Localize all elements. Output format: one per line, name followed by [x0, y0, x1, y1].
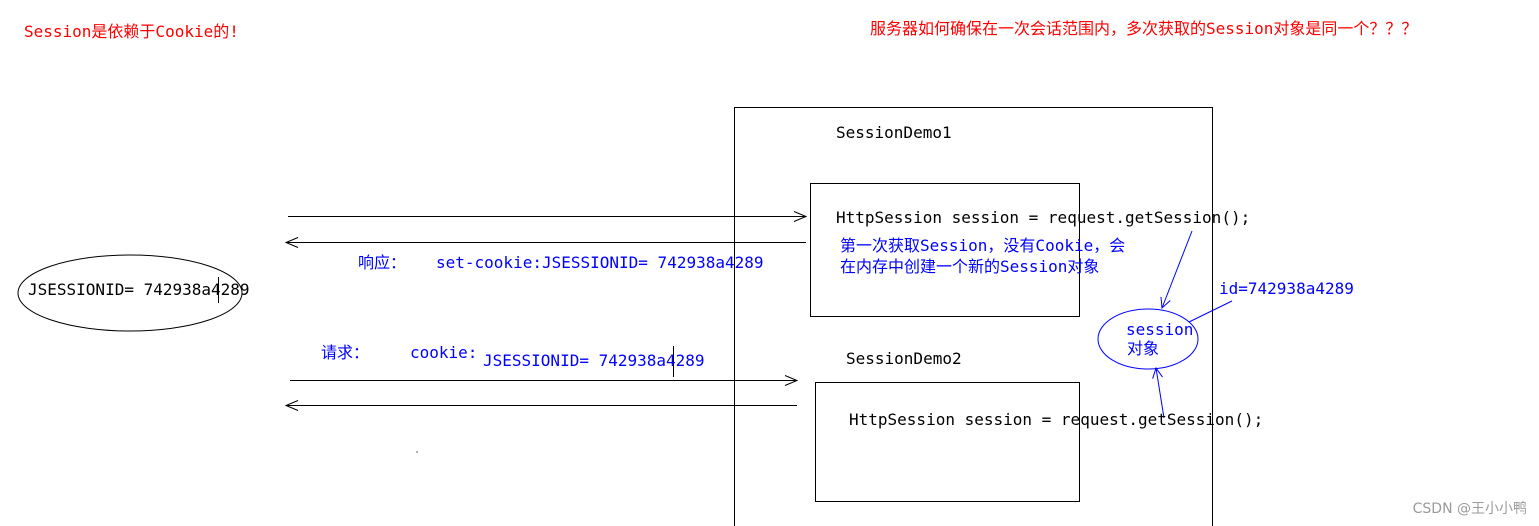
demo2-title: SessionDemo2 — [846, 349, 962, 368]
demo1-to-session-arrow — [1162, 230, 1193, 308]
client-cookie-ellipse — [17, 254, 243, 332]
server-box — [734, 107, 1213, 526]
demo2-to-session-arrow — [1156, 368, 1165, 419]
demo2-box — [815, 382, 1080, 502]
demo1-note-line2: 在内存中创建一个新的Session对象 — [840, 257, 1100, 276]
client-cookie-text: JSESSIONID= 742938a4289 — [28, 280, 250, 299]
request-cookie-value: JSESSIONID= 742938a4289 — [483, 351, 705, 370]
note-same-session-question: 服务器如何确保在一次会话范围内，多次获取的Session对象是同一个？？？ — [870, 19, 1418, 38]
response-set-cookie: set-cookie:JSESSIONID= 742938a4289 — [436, 253, 764, 272]
demo1-title: SessionDemo1 — [836, 123, 952, 142]
note-session-depends-on-cookie: Session是依赖于Cookie的! — [24, 22, 239, 41]
request-label: 请求： — [321, 343, 370, 362]
session-object-ellipse — [1097, 308, 1199, 370]
demo2-code: HttpSession session = request.getSession… — [849, 410, 1264, 429]
demo1-note-line1: 第一次获取Session，没有Cookie，会 — [840, 236, 1126, 255]
request-cookie-label: cookie: — [410, 343, 478, 362]
csdn-watermark: CSDN @王小小鸭 — [1412, 501, 1527, 517]
stray-dot — [416, 451, 418, 453]
response-label: 响应： — [358, 253, 407, 272]
session-id-label: id=742938a4289 — [1219, 279, 1354, 298]
session-object-label-line2: 对象 — [1127, 339, 1160, 358]
session-object-label-line1: session — [1126, 320, 1194, 339]
id-pointer-line — [1188, 300, 1233, 323]
demo1-code: HttpSession session = request.getSession… — [836, 208, 1251, 227]
demo1-box — [810, 183, 1080, 317]
